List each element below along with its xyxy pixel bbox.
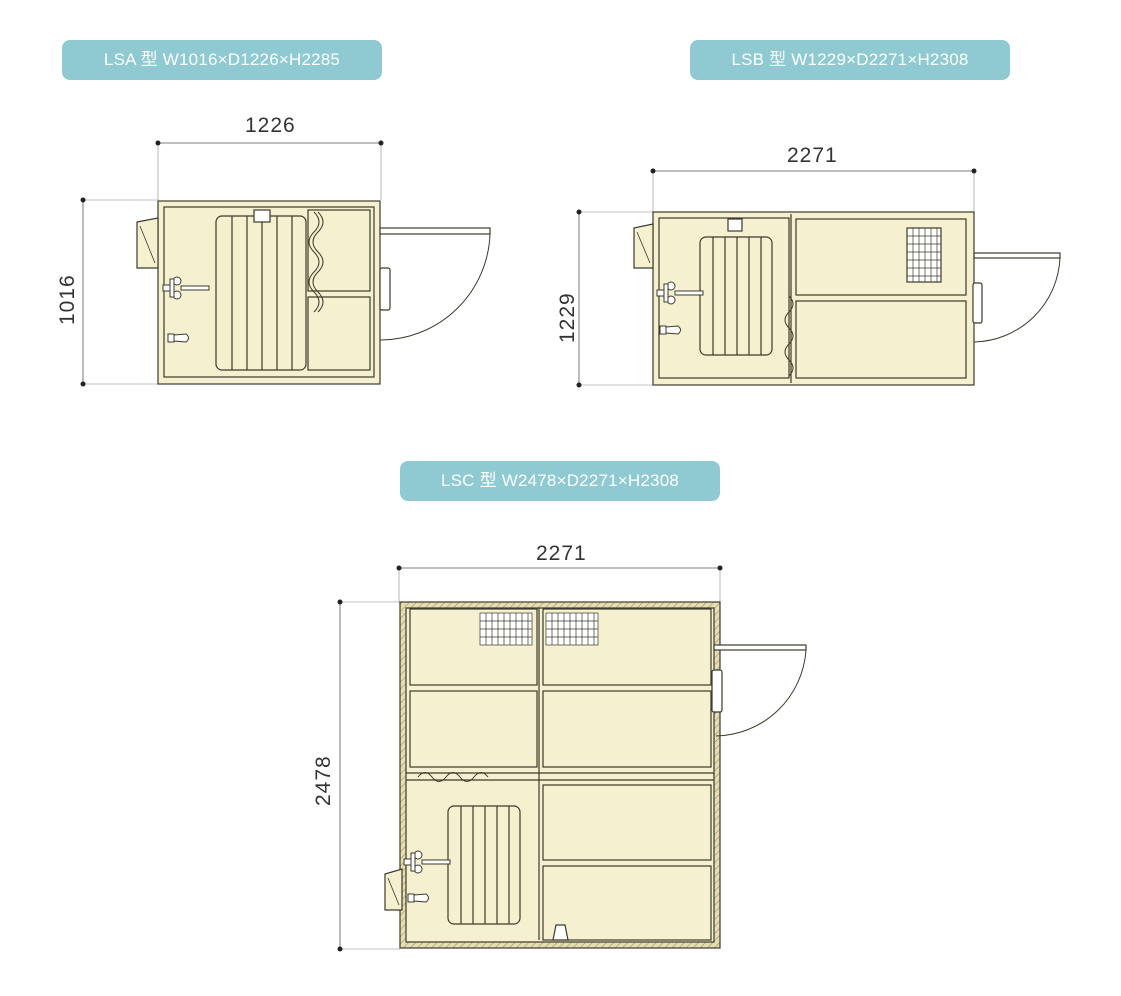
- lsb-plan: [576, 168, 1061, 388]
- lsb-width-dimension: 2271: [787, 144, 838, 167]
- lsa-plan: [80, 140, 491, 387]
- lsc-width-dimension: 2271: [536, 542, 587, 565]
- lsc-model-badge: LSC 型 W2478×D2271×H2308: [400, 461, 720, 501]
- lsc-plan: [337, 565, 807, 952]
- lsa-width-dimension: 1226: [245, 114, 296, 137]
- lsa-model-badge: LSA 型 W1016×D1226×H2285: [62, 40, 382, 80]
- lsb-model-badge: LSB 型 W1229×D2271×H2308: [690, 40, 1010, 80]
